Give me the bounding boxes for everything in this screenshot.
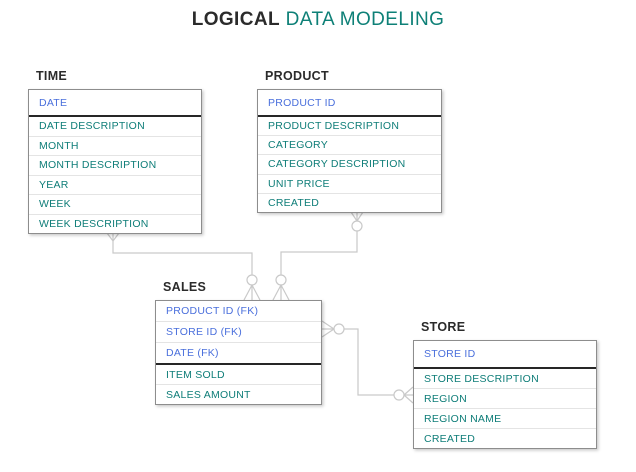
- page-title-secondary: DATA MODELING: [285, 9, 445, 30]
- entity-title: SALES: [163, 280, 207, 294]
- relationship-time-sales: [103, 228, 261, 301]
- attr-section: PRODUCT DESCRIPTION CATEGORY CATEGORY DE…: [258, 117, 441, 212]
- pk-row: DATE: [39, 96, 68, 109]
- attribute-row: ITEM SOLD: [166, 368, 225, 381]
- attribute-row: STORE DESCRIPTION: [424, 372, 539, 385]
- attribute-row: SALES AMOUNT: [156, 384, 321, 404]
- entity-box: DATE DATE DESCRIPTION MONTH MONTH DESCRI…: [28, 89, 202, 234]
- pk-row: PRODUCT ID (FK): [166, 305, 259, 317]
- crow-foot-icon: [321, 320, 335, 338]
- entity-title: TIME: [36, 69, 68, 83]
- relationship-sales-store: [321, 320, 414, 404]
- crow-foot-icon: [403, 386, 414, 404]
- attr-section: DATE DESCRIPTION MONTH MONTH DESCRIPTION…: [29, 117, 201, 233]
- pk-section: PRODUCT ID (FK) STORE ID (FK) DATE (FK): [156, 301, 321, 365]
- entity-time: TIME DATE DATE DESCRIPTION MONTH MONTH D…: [28, 68, 202, 234]
- pk-row: STORE ID (FK): [156, 321, 321, 342]
- pk-row: PRODUCT ID: [268, 96, 336, 109]
- attribute-row: CREATED: [258, 192, 441, 212]
- attribute-row: DATE DESCRIPTION: [39, 120, 145, 133]
- attribute-row: CREATED: [414, 428, 596, 448]
- crow-foot-icon: [243, 284, 261, 301]
- page-title-primary: LOGICAL: [191, 9, 280, 30]
- entity-product: PRODUCT PRODUCT ID PRODUCT DESCRIPTION C…: [257, 68, 442, 213]
- pk-row: DATE (FK): [156, 342, 321, 363]
- attribute-row: MONTH DESCRIPTION: [29, 155, 201, 175]
- connector-line: [280, 231, 358, 275]
- entity-box: PRODUCT ID (FK) STORE ID (FK) DATE (FK) …: [155, 300, 322, 405]
- optional-circle-icon: [393, 389, 405, 401]
- entity-box: PRODUCT ID PRODUCT DESCRIPTION CATEGORY …: [257, 89, 442, 213]
- pk-section: PRODUCT ID: [258, 90, 441, 117]
- attribute-row: REGION NAME: [414, 408, 596, 428]
- attr-section: ITEM SOLD SALES AMOUNT: [156, 365, 321, 404]
- attribute-row: CATEGORY DESCRIPTION: [258, 154, 441, 173]
- attribute-row: MONTH: [29, 135, 201, 156]
- attribute-row: WEEK: [29, 194, 201, 214]
- pk-section: STORE ID: [414, 341, 596, 369]
- connector-line: [112, 241, 253, 275]
- connector-line: [344, 328, 394, 396]
- optional-circle-icon: [333, 323, 345, 335]
- attribute-row: UNIT PRICE: [258, 173, 441, 193]
- entity-box: STORE ID STORE DESCRIPTION REGION REGION…: [413, 340, 597, 449]
- entity-title: STORE: [421, 320, 466, 334]
- attr-section: STORE DESCRIPTION REGION REGION NAME CRE…: [414, 369, 596, 448]
- optional-circle-icon: [351, 220, 363, 232]
- pk-row: STORE ID: [424, 348, 476, 360]
- attribute-row: PRODUCT DESCRIPTION: [268, 120, 400, 133]
- entity-store: STORE STORE ID STORE DESCRIPTION REGION …: [413, 319, 597, 449]
- attribute-row: REGION: [414, 388, 596, 408]
- crow-foot-icon: [272, 284, 290, 301]
- attribute-row: YEAR: [29, 174, 201, 195]
- attribute-row: WEEK DESCRIPTION: [29, 213, 201, 234]
- entity-title: PRODUCT: [265, 69, 329, 83]
- attribute-row: CATEGORY: [258, 135, 441, 154]
- page-title: LOGICAL DATA MODELING: [0, 9, 636, 31]
- pk-section: DATE: [29, 90, 201, 117]
- entity-sales: SALES PRODUCT ID (FK) STORE ID (FK) DATE…: [155, 279, 322, 405]
